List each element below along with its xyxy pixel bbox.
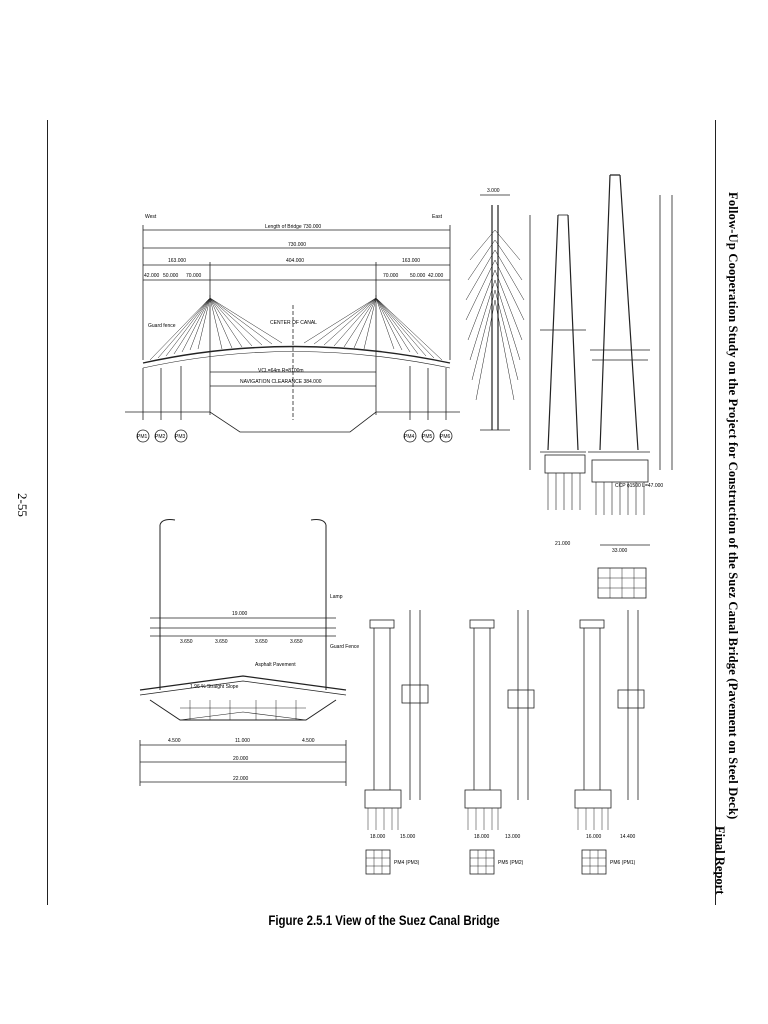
center-label: CENTER OF CANAL (270, 320, 317, 326)
tower-side-view (465, 194, 525, 431)
pier-dim-b-1: 15.000 (400, 834, 416, 840)
tower-width-1: 21.000 (555, 541, 571, 547)
vcl-label: VCL=64m R=8100m (258, 368, 304, 374)
side-span-1: 42.000 (144, 273, 160, 279)
tower-detail-view (588, 174, 673, 599)
tower-top-dim: 3.000 (487, 188, 500, 194)
west-label: West (145, 214, 157, 220)
lane-3: 3.650 (255, 639, 268, 645)
pier-label-6: PM6 (440, 434, 451, 440)
lamp-label: Lamp (330, 594, 343, 600)
total-span: 730.000 (288, 242, 306, 248)
section-guard-fence: Guard Fence (330, 644, 359, 650)
lane-4: 3.650 (290, 639, 303, 645)
deck-cross-section (139, 519, 347, 786)
section-overall: 22.000 (233, 776, 249, 782)
left-margin-rule (47, 120, 48, 905)
pier-sections (364, 610, 645, 875)
side-span-2: 50.000 (163, 273, 179, 279)
pier-section-label-3: PM6 (PM1) (610, 860, 636, 866)
side-span-5: 50.000 (410, 273, 426, 279)
span-3: 163.000 (402, 258, 420, 264)
pier-section-label-2: PM5 (PM2) (498, 860, 524, 866)
span-2: 404.000 (286, 258, 304, 264)
length-label: Length of Bridge 730.000 (265, 224, 321, 230)
pier-dim-a-3: 16.000 (586, 834, 602, 840)
pier-label-3: PM3 (175, 434, 186, 440)
nav-clearance-label: NAVIGATION CLEARANCE 384.000 (240, 379, 322, 385)
deck-width: 19.000 (232, 611, 248, 617)
east-label: East (432, 214, 443, 220)
side-span-6: 42.000 (428, 273, 444, 279)
pier-dim-b-3: 14.400 (620, 834, 636, 840)
figure-caption: Figure 2.5.1 View of the Suez Canal Brid… (268, 912, 500, 928)
pile-label: CCP ϕ1500 L=47.000 (615, 483, 663, 489)
bottom-dim-3: 4.500 (302, 738, 315, 744)
pier-label-1: PM1 (137, 434, 148, 440)
bottom-dim-1: 4.500 (168, 738, 181, 744)
pier-label-4: PM4 (404, 434, 415, 440)
right-margin-rule (715, 120, 716, 905)
asphalt-label: Asphalt Pavement (255, 662, 296, 668)
lane-1: 3.650 (180, 639, 193, 645)
bottom-dim-2: 11.000 (235, 738, 250, 744)
pier-dim-b-2: 13.000 (505, 834, 521, 840)
pier-dim-a-1: 18.000 (370, 834, 386, 840)
side-span-4: 70.000 (383, 273, 399, 279)
pier-dim-a-2: 18.000 (474, 834, 490, 840)
pier-section-label-1: PM4 (PM3) (394, 860, 420, 866)
slope-label: 1.96 % Straight Slope (190, 684, 239, 690)
bridge-elevation (125, 225, 460, 443)
tower-width-2: 33.000 (612, 548, 628, 554)
lane-2: 3.650 (215, 639, 228, 645)
side-span-3: 70.000 (186, 273, 202, 279)
guard-fence-label: Guard fence (148, 323, 176, 329)
pier-label-2: PM2 (155, 434, 166, 440)
span-1: 163.000 (168, 258, 186, 264)
pier-label-5: PM5 (422, 434, 433, 440)
tower-front-view (529, 214, 586, 510)
section-width-20: 20.000 (233, 756, 249, 762)
